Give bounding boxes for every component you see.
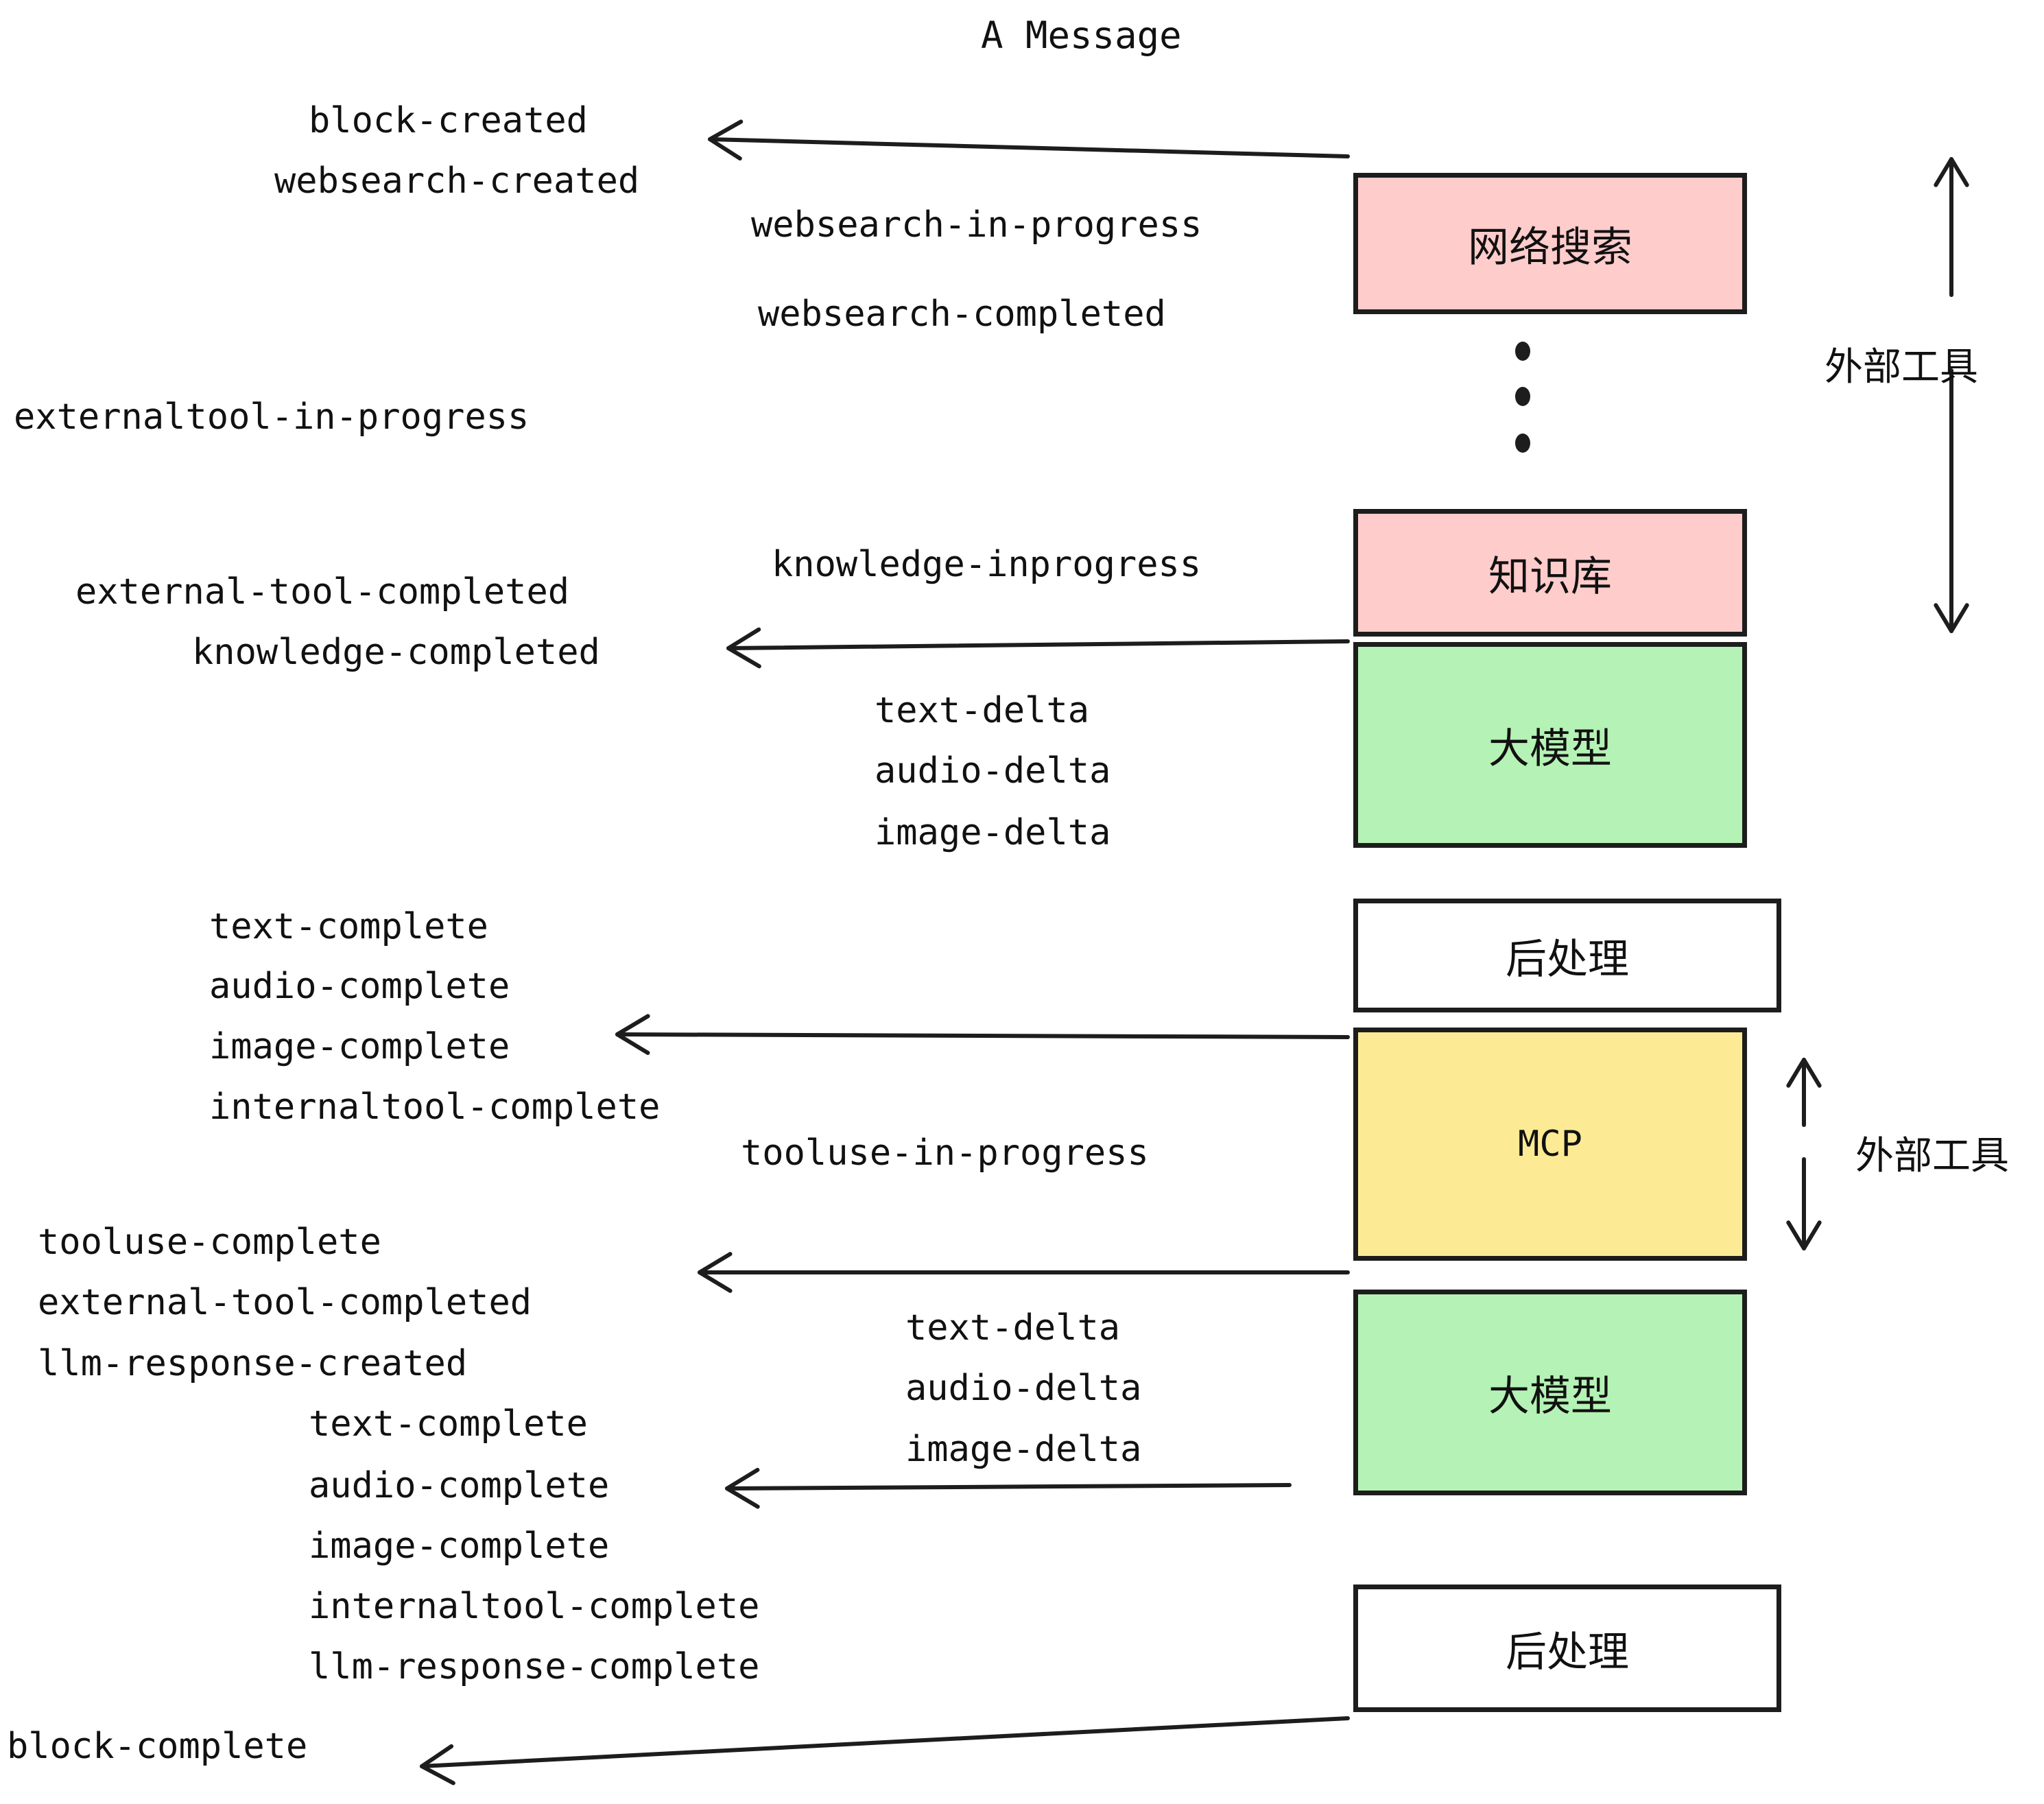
node-box-llm-2[interactable]: 大模型 [1353, 1290, 1747, 1495]
node-label-postproc-2: 后处理 [1506, 1628, 1629, 1676]
ellipsis-dot-3 [1515, 434, 1530, 453]
event-label-externaltool-in-progress: externaltool-in-progress [14, 396, 530, 438]
arrow-audio-complete2-shaft [725, 1483, 1292, 1491]
event-label-internaltool-complete-1: internaltool-complete [209, 1087, 661, 1128]
event-label-external-tool-completed-2: external-tool-completed [38, 1282, 532, 1323]
event-label-websearch-completed: websearch-completed [758, 294, 1166, 335]
node-box-postproc-1[interactable]: 后处理 [1353, 899, 1781, 1012]
event-label-websearch-in-progress: websearch-in-progress [751, 204, 1202, 246]
arrow-audio-complete2-head [725, 1467, 760, 1509]
arrow-image-complete-shaft [615, 1032, 1350, 1039]
node-box-mcp[interactable]: MCP [1353, 1028, 1747, 1261]
ellipsis-dot-1 [1515, 342, 1530, 361]
node-box-knowledge[interactable]: 知识库 [1353, 509, 1747, 637]
event-label-llm-response-created: llm-response-created [38, 1343, 468, 1384]
event-label-text-complete-1: text-complete [209, 906, 488, 947]
arrow-image-complete-head [615, 1014, 650, 1055]
external-tools-span-bottom-down-head [1786, 1220, 1822, 1250]
node-label-postproc-1: 后处理 [1506, 935, 1629, 984]
ellipsis-dot-2 [1515, 387, 1530, 406]
node-label-websearch: 网络搜索 [1468, 223, 1632, 272]
event-label-text-delta-1: text-delta [875, 690, 1090, 731]
arrow-tooluse-done-head [698, 1252, 733, 1293]
external-tools-span-top-up-head [1934, 157, 1969, 187]
node-label-knowledge: 知识库 [1488, 552, 1612, 601]
arrow-block-complete-shaft [420, 1716, 1350, 1768]
event-label-image-complete-2: image-complete [309, 1526, 610, 1567]
event-label-knowledge-completed: knowledge-completed [192, 632, 600, 673]
event-label-block-created: block-created [309, 100, 588, 141]
external-tools-span-bottom-up-head [1786, 1058, 1822, 1088]
page-title: A Message [981, 14, 1182, 57]
node-box-llm-1[interactable]: 大模型 [1353, 642, 1747, 848]
arrow-block-complete-head [420, 1744, 455, 1785]
event-label-tooluse-complete: tooluse-complete [38, 1222, 381, 1263]
arrow-block-created-shaft [708, 137, 1350, 158]
flow-arrows [420, 119, 1350, 1785]
event-label-knowledge-inprogress: knowledge-inprogress [772, 544, 1202, 585]
event-label-image-delta-1: image-delta [875, 812, 1111, 853]
event-label-audio-delta-1: audio-delta [875, 750, 1111, 792]
event-label-audio-delta-2: audio-delta [905, 1368, 1142, 1409]
event-label-image-delta-2: image-delta [905, 1429, 1142, 1470]
node-label-llm-2: 大模型 [1488, 1372, 1612, 1421]
event-label-block-complete: block-complete [7, 1726, 308, 1767]
event-label-tooluse-in-progress: tooluse-in-progress [741, 1132, 1149, 1174]
arrow-knowledge-done-head [726, 627, 761, 669]
event-label-text-delta-2: text-delta [905, 1307, 1121, 1349]
node-label-llm-1: 大模型 [1488, 724, 1612, 773]
node-box-websearch[interactable]: 网络搜索 [1353, 173, 1747, 314]
event-label-llm-response-complete: llm-response-complete [309, 1646, 760, 1687]
side-label-external-tools-top: 外部工具 [1825, 345, 1978, 390]
side-label-external-tools-bottom: 外部工具 [1855, 1134, 2009, 1178]
event-label-image-complete-1: image-complete [209, 1026, 510, 1067]
arrow-block-created-head [708, 119, 744, 161]
external-tool-span-arrows [1786, 157, 1969, 1250]
node-label-mcp: MCP [1518, 1124, 1582, 1165]
external-tools-span-top-down-head [1934, 603, 1969, 633]
vertical-ellipsis-icon [1515, 342, 1530, 453]
event-label-audio-complete-2: audio-complete [309, 1465, 610, 1506]
event-label-websearch-created: websearch-created [274, 161, 640, 202]
arrow-knowledge-done-shaft [726, 639, 1350, 650]
node-box-postproc-2[interactable]: 后处理 [1353, 1585, 1781, 1712]
event-label-internaltool-complete-2: internaltool-complete [309, 1586, 760, 1627]
event-label-audio-complete-1: audio-complete [209, 966, 510, 1007]
event-label-external-tool-completed-1: external-tool-completed [75, 571, 570, 613]
event-label-text-complete-2: text-complete [309, 1403, 588, 1445]
